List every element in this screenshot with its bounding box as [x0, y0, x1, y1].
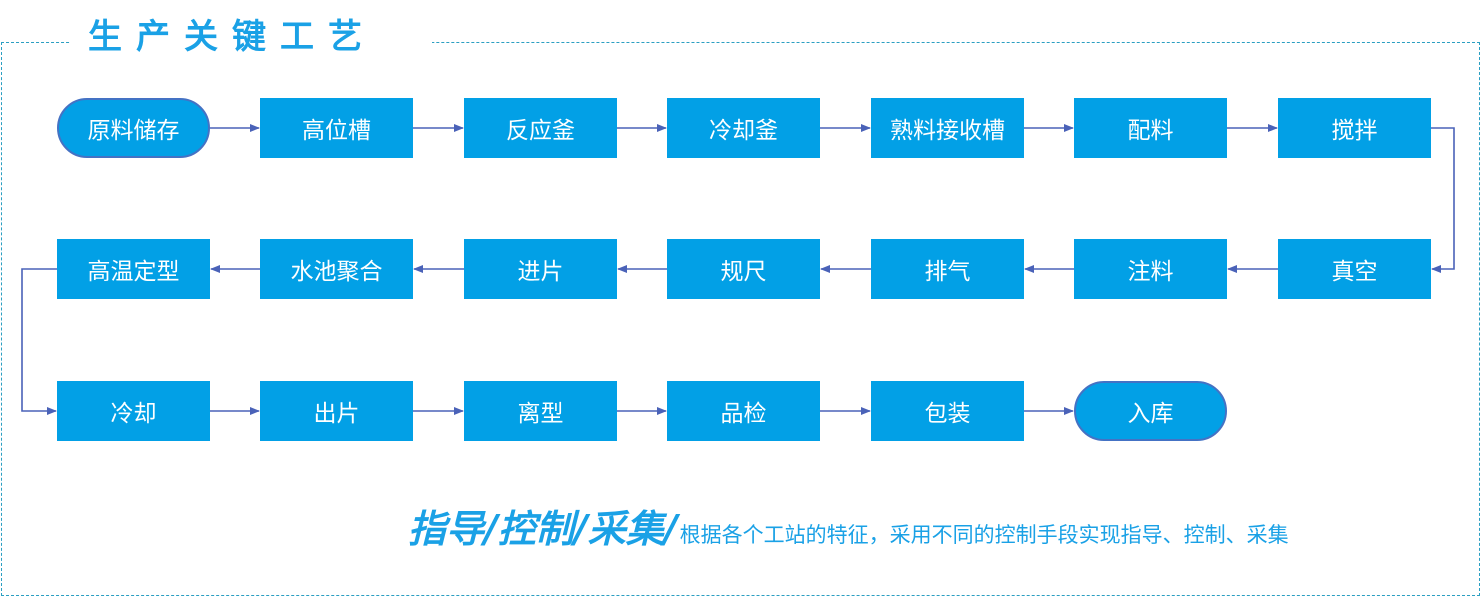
process-node-r3-5: 包装 — [871, 381, 1024, 441]
connector-r1-r2 — [1431, 127, 1455, 273]
process-node-r3-1: 冷却 — [57, 381, 210, 441]
tagline-description: 根据各个工站的特征，采用不同的控制手段实现指导、控制、采集 — [679, 523, 1289, 547]
process-node-r1-7: 搅拌 — [1278, 98, 1431, 158]
process-node-r2-3: 进片 — [464, 239, 617, 299]
process-node-r1-4: 冷却釜 — [667, 98, 820, 158]
process-node-r2-6: 注料 — [1074, 239, 1227, 299]
process-node-r1-3: 反应釜 — [464, 98, 617, 158]
process-node-r2-2: 水池聚合 — [260, 239, 413, 299]
diagram-frame — [1, 42, 1480, 596]
process-node-r2-7: 真空 — [1278, 239, 1431, 299]
tagline-keywords: 指导/控制/采集/ — [408, 507, 678, 551]
process-node-r1-2: 高位槽 — [260, 98, 413, 158]
page-title: 生产关键工艺 — [88, 17, 376, 57]
process-node-r1-5: 熟料接收槽 — [871, 98, 1024, 158]
tagline: 指导/控制/采集/ 根据各个工站的特征，采用不同的控制手段实现指导、控制、采集 — [408, 498, 1289, 551]
process-node-r2-4: 规尺 — [667, 239, 820, 299]
process-node-r3-2: 出片 — [260, 381, 413, 441]
terminal-node-r1-1: 原料储存 — [57, 98, 210, 158]
process-node-r2-1: 高温定型 — [57, 239, 210, 299]
title-mask — [70, 30, 432, 56]
process-node-r1-6: 配料 — [1074, 98, 1227, 158]
connector-r2-r3 — [21, 268, 57, 415]
process-node-r2-5: 排气 — [871, 239, 1024, 299]
process-node-r3-3: 离型 — [464, 381, 617, 441]
process-node-r3-4: 品检 — [667, 381, 820, 441]
terminal-node-r3-6: 入库 — [1074, 381, 1227, 441]
